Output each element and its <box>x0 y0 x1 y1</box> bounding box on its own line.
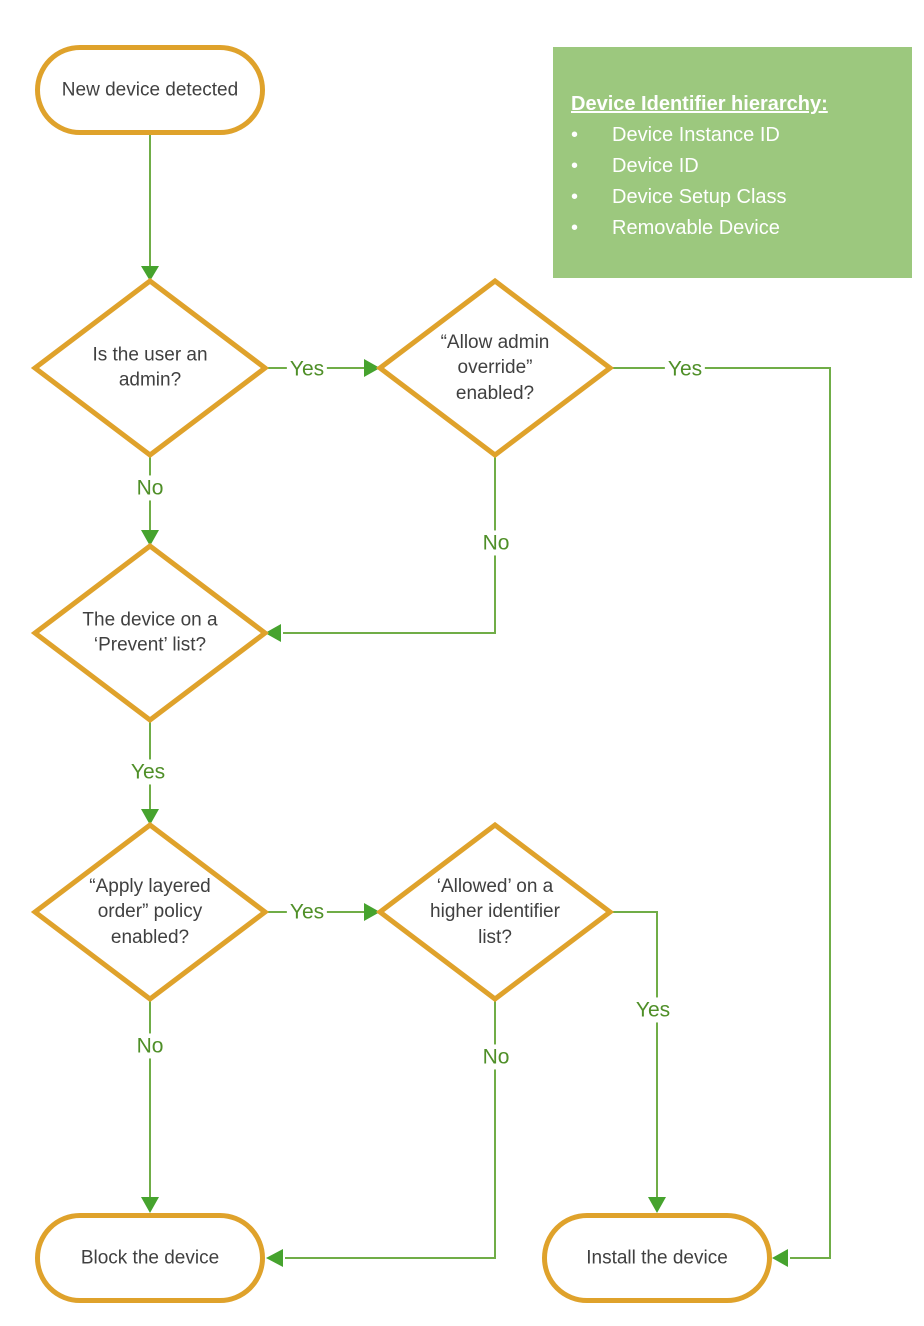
arrowhead-prevent-yes <box>141 809 159 825</box>
bullet-icon: • <box>571 124 579 146</box>
arrowhead-override-yes <box>772 1249 788 1267</box>
edge-label-allowed-no: No <box>479 1044 513 1070</box>
bullet-icon: • <box>571 155 579 177</box>
diamond-is-admin <box>30 277 270 459</box>
arrowhead-override-no <box>265 624 281 642</box>
infobox-item-label: Device ID <box>612 155 699 177</box>
infobox-item-label: Removable Device <box>612 217 780 239</box>
edge-label-prevent-yes: Yes <box>127 759 169 785</box>
edge-label-override-yes: Yes <box>664 356 706 382</box>
install-node-label: Install the device <box>586 1247 728 1269</box>
install-node <box>542 1213 772 1303</box>
infobox-title: Device Identifier hierarchy: <box>571 93 828 115</box>
block-node-label: Block the device <box>80 1247 220 1269</box>
is-admin-label: Is the user an admin? <box>92 344 208 391</box>
arrowhead-allowed-yes <box>648 1197 666 1213</box>
arrowhead-admin-no <box>141 530 159 546</box>
bullet-icon: • <box>571 217 579 239</box>
bullet-icon: • <box>571 186 579 208</box>
list-item: • Device Setup Class <box>571 182 902 213</box>
infobox-item-label: Device Instance ID <box>612 124 780 146</box>
list-item: • Removable Device <box>571 213 902 244</box>
allowed-higher-label: ‘Allowed’ on a higher identifier list? <box>430 876 560 948</box>
edge-label-admin-no: No <box>133 475 167 501</box>
edge-override-yes <box>610 367 831 1259</box>
diamond-allow-override <box>375 277 615 459</box>
list-item: • Device Instance ID <box>571 120 902 151</box>
allow-override-label: “Allow admin override” enabled? <box>440 332 550 404</box>
layered-order-label: “Apply layered order” policy enabled? <box>89 876 211 948</box>
block-node <box>35 1213 265 1303</box>
start-node-label: New device detected <box>61 79 239 101</box>
start-node <box>35 45 265 135</box>
arrowhead-start-to-admin <box>141 266 159 281</box>
edge-allowed-yes <box>610 911 658 1199</box>
edge-override-no <box>283 455 496 634</box>
infobox-item-label: Device Setup Class <box>612 186 787 208</box>
arrowhead-allowed-no <box>266 1249 283 1267</box>
arrowhead-admin-yes <box>364 359 380 377</box>
edge-allowed-no <box>285 999 496 1259</box>
arrowhead-layered-yes <box>364 903 380 921</box>
edge-label-layered-yes: Yes <box>286 899 328 925</box>
arrowhead-layered-no <box>141 1197 159 1213</box>
diamond-allowed-higher <box>375 821 615 1003</box>
prevent-list-label: The device on a ‘Prevent’ list? <box>82 609 218 656</box>
edge-label-admin-yes: Yes <box>286 356 328 382</box>
edge-label-override-no: No <box>479 530 513 556</box>
device-identifier-hierarchy-box: Device Identifier hierarchy: • Device In… <box>553 47 912 278</box>
list-item: • Device ID <box>571 151 902 182</box>
edge-label-allowed-yes: Yes <box>632 997 674 1023</box>
edge-label-layered-no: No <box>133 1033 167 1059</box>
diamond-layered-order <box>30 821 270 1003</box>
diamond-prevent-list <box>30 542 270 724</box>
